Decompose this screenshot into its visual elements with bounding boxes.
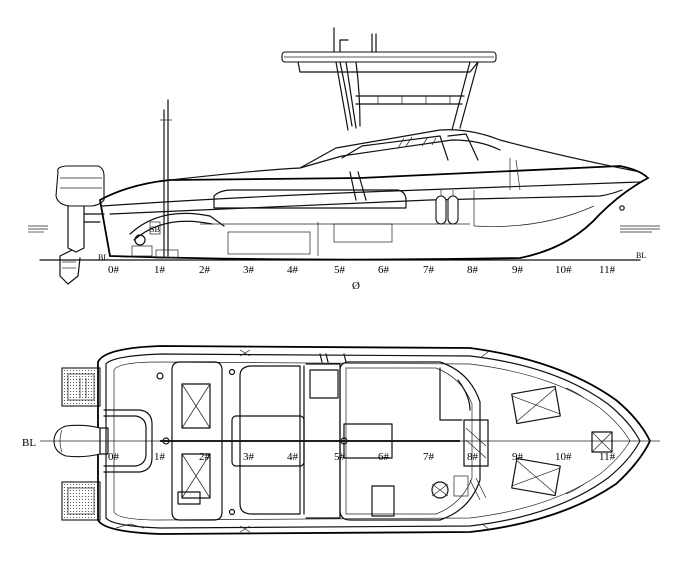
- plan-station-1: 1#: [154, 451, 166, 463]
- fuel-tanks: [435, 190, 459, 225]
- hull-profile: [98, 165, 650, 261]
- plan-station-7: 7#: [423, 451, 435, 463]
- side-station-6: 6#: [378, 264, 390, 276]
- side-station-4: 4#: [287, 264, 299, 276]
- side-station-2: 2#: [199, 264, 211, 276]
- side-profile-view: SB 0# 1# 2# 3# 4# 5# 6# 7# 8# 9# 10# 11#…: [28, 27, 660, 292]
- side-station-5: 5#: [334, 264, 346, 276]
- plan-station-5: 5#: [334, 451, 346, 463]
- plan-station-11: 11#: [599, 451, 616, 463]
- plan-station-4: 4#: [287, 451, 299, 463]
- deck-seating: SB: [129, 171, 407, 259]
- bow-eye-icon: [619, 205, 625, 211]
- deck-plan-view: 0# 1# 2# 3# 4# 5# 6# 7# 8# 9# 10# 11# BL: [22, 345, 660, 535]
- t-top-frame: [281, 27, 497, 131]
- plan-station-9: 9#: [512, 451, 524, 463]
- plan-station-2: 2#: [199, 451, 211, 463]
- plan-station-3: 3#: [243, 451, 255, 463]
- plan-station-8: 8#: [467, 451, 479, 463]
- antenna-pole: [160, 99, 172, 257]
- plan-station-0: 0#: [108, 451, 120, 463]
- side-station-3: 3#: [243, 264, 255, 276]
- hull-outline-plan: [97, 345, 651, 535]
- side-station-11: 11#: [599, 264, 616, 276]
- side-station-labels: 0# 1# 2# 3# 4# 5# 6# 7# 8# 9# 10# 11#: [108, 264, 616, 276]
- plan-station-6: 6#: [378, 451, 390, 463]
- side-station-9: 9#: [512, 264, 524, 276]
- midship-symbol: Ø: [352, 280, 360, 292]
- side-baseline-label-fwd: BL: [636, 251, 646, 260]
- side-station-8: 8#: [467, 264, 479, 276]
- side-station-0: 0#: [108, 264, 120, 276]
- side-station-7: 7#: [423, 264, 435, 276]
- outboard-motor: [55, 165, 105, 285]
- cabin-superstructure: [169, 129, 641, 191]
- plan-station-10: 10#: [555, 451, 572, 463]
- plan-station-labels: 0# 1# 2# 3# 4# 5# 6# 7# 8# 9# 10# 11#: [108, 451, 616, 463]
- waterline-marks: [28, 225, 660, 233]
- side-station-10: 10#: [555, 264, 572, 276]
- cockpit-layout: [115, 349, 585, 533]
- side-station-1: 1#: [154, 264, 166, 276]
- side-baseline-label-aft: BL: [98, 253, 108, 262]
- plan-baseline-label: BL: [22, 437, 36, 449]
- side-screen-text: SB: [150, 225, 160, 234]
- deck-hatches: [177, 383, 613, 505]
